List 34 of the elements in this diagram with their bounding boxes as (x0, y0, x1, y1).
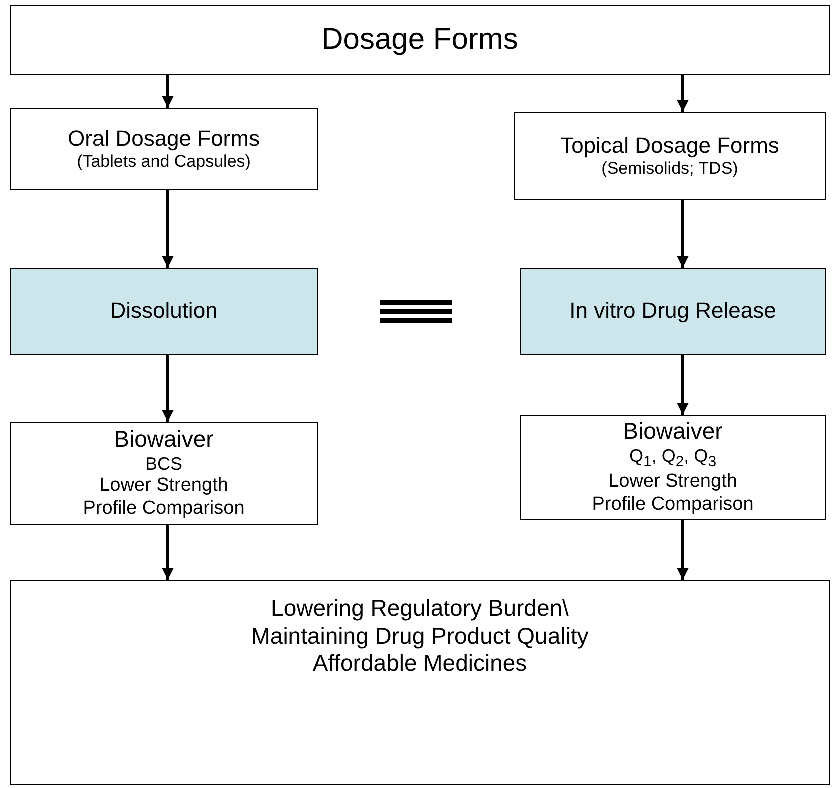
node-title: Dissolution (110, 298, 218, 325)
process-box (514, 112, 826, 200)
process-box (10, 108, 318, 190)
arrow (162, 355, 174, 422)
arrow (162, 75, 174, 108)
highlighted-process-box (10, 268, 318, 355)
node-text: (Semisolids; TDS) (602, 159, 738, 180)
node-title: Dosage Forms (322, 22, 518, 58)
node-title: Topical Dosage Forms (560, 132, 780, 159)
arrow (162, 525, 174, 580)
process-box (520, 415, 826, 520)
node-text: BCS (145, 454, 182, 476)
node-text: Profile Comparison (83, 498, 245, 521)
node-text: Lower Strength (608, 471, 738, 494)
node-text: Affordable Medicines (312, 650, 528, 678)
node-title: Biowaiver (623, 418, 723, 446)
node-title: Lowering Regulatory Burden\ (271, 595, 569, 623)
node-title: In vitro Drug Release (570, 298, 776, 325)
process-box (10, 422, 318, 525)
arrow (677, 355, 689, 415)
node-title: Biowaiver (114, 426, 214, 454)
process-box (10, 5, 830, 75)
node-text: Profile Comparison (592, 494, 754, 517)
node-text: Maintaining Drug Product Quality (251, 622, 589, 650)
node-text: (Tablets and Capsules) (77, 152, 251, 172)
arrow (162, 190, 174, 268)
process-box (10, 580, 830, 785)
arrow (677, 75, 689, 112)
arrow (677, 520, 689, 580)
node-text: Lower Strength (100, 475, 228, 498)
node-title: Oral Dosage Forms (68, 126, 260, 152)
arrow (677, 200, 689, 268)
node-text: Q$_{1}$, Q$_{2}$, Q$_{3}$ (629, 446, 717, 472)
highlighted-process-box (520, 268, 826, 355)
